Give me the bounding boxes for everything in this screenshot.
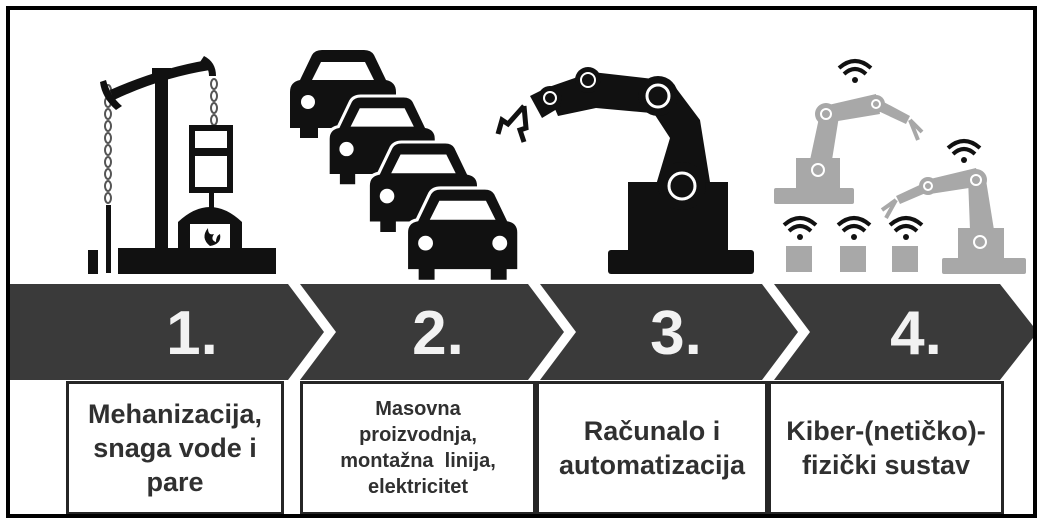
stage-4-caption: Kiber-(netičko)- fizički sustav	[768, 381, 1004, 514]
arrow-segment-2	[300, 284, 564, 380]
industrial-robot-arm-icon	[495, 67, 754, 274]
caption-line: fizički sustav	[801, 450, 971, 480]
caption-line: snaga vode i	[93, 433, 257, 463]
device-block-icon	[840, 246, 866, 272]
caption-line: automatizacija	[558, 450, 746, 480]
arrow-segment-3	[540, 284, 798, 380]
caption-line: Kiber-(netičko)-	[786, 416, 986, 446]
steam-engine-icon	[88, 56, 276, 274]
timeline-arrows	[10, 284, 1033, 380]
caption-line: montažna linija,	[340, 450, 496, 472]
wifi-icon	[836, 216, 872, 240]
arrow-segment-4	[774, 284, 1033, 380]
car-icon	[404, 186, 521, 283]
caption-line: pare	[146, 467, 204, 497]
caption-line: Mehanizacija,	[87, 399, 263, 429]
caption-line: Masovna	[375, 398, 461, 420]
wifi-icon	[837, 59, 873, 83]
stage-2-caption: Masovna proizvodnja, montažna linija, el…	[300, 381, 536, 514]
cyber-physical-robots-icon	[774, 59, 1026, 274]
stage-3-number: 3.	[650, 299, 702, 368]
diagram-graphics: 1. 2. 3. 4.	[10, 50, 1033, 380]
wifi-icon	[946, 139, 982, 163]
device-block-icon	[786, 246, 812, 272]
diagram-frame: 1. 2. 3. 4. Mehanizacija, snaga vode i p…	[6, 6, 1037, 518]
caption-line: proizvodnja,	[359, 424, 477, 446]
arrow-segment-1	[10, 284, 324, 380]
stage-1-number: 1.	[166, 299, 218, 368]
wifi-icon	[782, 216, 818, 240]
stage-3-caption: Računalo i automatizacija	[536, 381, 768, 514]
caption-line: Računalo i	[583, 416, 721, 446]
stage-4-number: 4.	[890, 299, 942, 368]
assembly-line-cars-icon	[290, 50, 521, 283]
stage-1-caption: Mehanizacija, snaga vode i pare	[66, 381, 284, 514]
device-block-icon	[892, 246, 918, 272]
wifi-icon	[888, 216, 924, 240]
stage-2-number: 2.	[412, 299, 464, 368]
caption-line: elektricitet	[367, 476, 469, 498]
